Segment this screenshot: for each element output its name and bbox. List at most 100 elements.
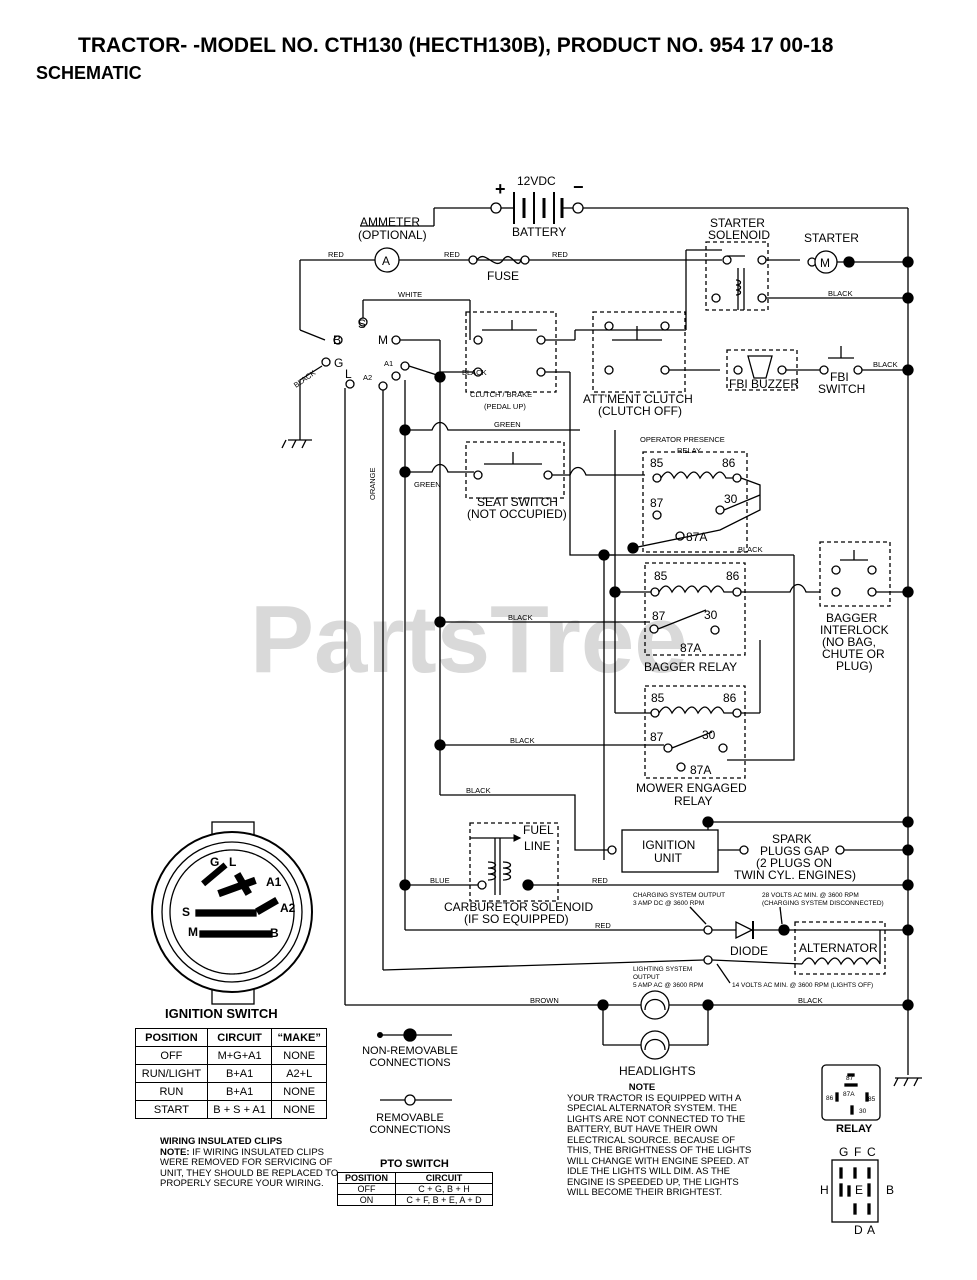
svg-text:(CHARGING SYSTEM DISCONNECTED): (CHARGING SYSTEM DISCONNECTED) — [762, 900, 884, 907]
svg-text:TWIN CYL. ENGINES): TWIN CYL. ENGINES) — [734, 868, 856, 882]
svg-text:30: 30 — [702, 728, 716, 742]
svg-text:87: 87 — [652, 609, 666, 623]
svg-text:E: E — [855, 1183, 863, 1197]
svg-text:G: G — [839, 1145, 848, 1159]
svg-text:D: D — [854, 1223, 863, 1237]
alternator-note-title: NOTE — [628, 1082, 656, 1093]
svg-text:B: B — [333, 333, 341, 347]
svg-text:BLACK: BLACK — [873, 360, 898, 369]
headlight-lower — [640, 1030, 670, 1060]
relay-pin-diagram — [821, 1064, 881, 1121]
svg-text:(2 PLUGS ON: (2 PLUGS ON — [756, 856, 832, 870]
svg-text:(IF SO EQUIPPED): (IF SO EQUIPPED) — [464, 912, 569, 926]
table-cell: M+G+A1 — [206, 1046, 273, 1065]
svg-text:FBI BUZZER: FBI BUZZER — [729, 377, 799, 391]
page-subtitle: SCHEMATIC — [36, 63, 142, 83]
svg-text:B: B — [886, 1183, 894, 1197]
ignition-unit — [621, 829, 719, 873]
clips-note-title: WIRING INSULATED CLIPS — [160, 1136, 283, 1147]
table-row: START B + S + A1 NONE — [135, 1100, 327, 1119]
svg-text:BLACK: BLACK — [466, 786, 491, 795]
table-cell: START — [135, 1100, 208, 1119]
operator-presence-relay — [642, 451, 748, 553]
svg-text:B: B — [270, 926, 279, 940]
battery-symbol — [513, 192, 564, 224]
svg-text:A2: A2 — [280, 901, 296, 915]
svg-text:IGNITION: IGNITION — [642, 838, 695, 852]
table-cell: OFF — [337, 1183, 396, 1195]
svg-text:A1: A1 — [266, 875, 282, 889]
svg-text:BLACK: BLACK — [798, 996, 823, 1005]
svg-text:CLUTCH / BRAKE: CLUTCH / BRAKE — [470, 390, 532, 399]
svg-text:86: 86 — [826, 1095, 834, 1102]
non-removable-connection-symbol — [403, 1028, 417, 1042]
table-row: RUN B+A1 NONE — [135, 1082, 327, 1101]
battery-neg-terminal — [572, 202, 584, 214]
svg-text:30: 30 — [859, 1108, 867, 1115]
svg-text:S: S — [358, 317, 366, 331]
svg-text:UNIT: UNIT — [654, 851, 683, 865]
svg-text:BLACK: BLACK — [828, 289, 853, 298]
svg-text:86: 86 — [722, 456, 736, 470]
diode-symbol — [735, 920, 754, 940]
svg-text:CHARGING SYSTEM OUTPUT: CHARGING SYSTEM OUTPUT — [633, 892, 725, 899]
voltage-label: 12VDC — [517, 174, 556, 188]
svg-text:GREEN: GREEN — [414, 480, 441, 489]
svg-text:OPERATOR PRESENCE: OPERATOR PRESENCE — [640, 435, 725, 444]
table-header: POSITION — [337, 1172, 396, 1184]
svg-text:14 VOLTS AC MIN. @ 3600 RPM (L: 14 VOLTS AC MIN. @ 3600 RPM (LIGHTS OFF) — [732, 982, 873, 989]
fuse-label: FUSE — [487, 269, 519, 283]
table-header: CIRCUIT — [395, 1172, 493, 1184]
svg-text:(NO BAG,: (NO BAG, — [822, 635, 876, 649]
svg-text:BLACK: BLACK — [508, 613, 533, 622]
battery-pos-terminal — [490, 202, 502, 214]
carburetor-solenoid — [469, 822, 559, 902]
svg-text:ATT'MENT CLUTCH: ATT'MENT CLUTCH — [583, 392, 693, 406]
spark-plugs-label: SPARK — [772, 832, 812, 846]
table-header: CIRCUIT — [206, 1028, 273, 1047]
svg-text:DIODE: DIODE — [730, 944, 768, 958]
bagger-relay — [644, 562, 746, 656]
starter-solenoid — [705, 241, 769, 311]
svg-text:+: + — [495, 179, 506, 199]
table-row: ON C + F, B + E, A + D — [337, 1194, 493, 1206]
svg-text:A: A — [382, 254, 390, 268]
legend-removable: REMOVABLE CONNECTIONS — [369, 1112, 451, 1136]
svg-text:PLUGS GAP: PLUGS GAP — [760, 844, 829, 858]
battery-label: BATTERY — [512, 225, 566, 239]
svg-text:S: S — [182, 905, 190, 919]
svg-text:L: L — [229, 855, 236, 869]
ignition-switch-face: G L A1 S A2 M B — [151, 821, 313, 1005]
clips-note-label: NOTE: — [160, 1146, 190, 1158]
svg-text:M: M — [820, 256, 830, 270]
table-cell: NONE — [271, 1046, 327, 1065]
svg-text:RED: RED — [328, 250, 344, 259]
removable-connection-symbol — [404, 1094, 416, 1106]
svg-text:85: 85 — [654, 569, 668, 583]
table-cell: ON — [337, 1194, 396, 1206]
table-cell: RUN/LIGHT — [135, 1064, 208, 1083]
fbi-switch — [819, 365, 829, 375]
svg-text:BLUE: BLUE — [430, 876, 450, 885]
table-cell: B + S + A1 — [206, 1100, 273, 1119]
svg-text:(PEDAL UP): (PEDAL UP) — [484, 402, 526, 411]
svg-text:STARTER: STARTER — [710, 216, 765, 230]
svg-text:(NOT OCCUPIED): (NOT OCCUPIED) — [467, 507, 567, 521]
ammeter-label: AMMETER — [360, 215, 420, 229]
clutch-brake-switch — [465, 311, 557, 393]
svg-text:HEADLIGHTS: HEADLIGHTS — [619, 1064, 696, 1078]
clips-note-text: IF WIRING INSULATED CLIPS WERE REMOVED F… — [160, 1146, 339, 1189]
ignition-switch-title: IGNITION SWITCH — [165, 1006, 278, 1021]
relay-diagram-label: RELAY — [836, 1123, 873, 1135]
svg-text:87A: 87A — [843, 1091, 855, 1098]
svg-text:RED: RED — [552, 250, 568, 259]
svg-text:BLACK: BLACK — [462, 368, 487, 377]
svg-text:87: 87 — [846, 1075, 854, 1082]
svg-text:M: M — [188, 925, 198, 939]
svg-text:G: G — [210, 855, 219, 869]
mower-engaged-relay — [644, 685, 746, 779]
attachment-clutch-switch — [592, 311, 686, 393]
table-cell: B+A1 — [206, 1064, 273, 1083]
svg-text:28 VOLTS AC MIN. @ 3600 RPM: 28 VOLTS AC MIN. @ 3600 RPM — [762, 892, 859, 899]
fuse — [476, 255, 522, 265]
